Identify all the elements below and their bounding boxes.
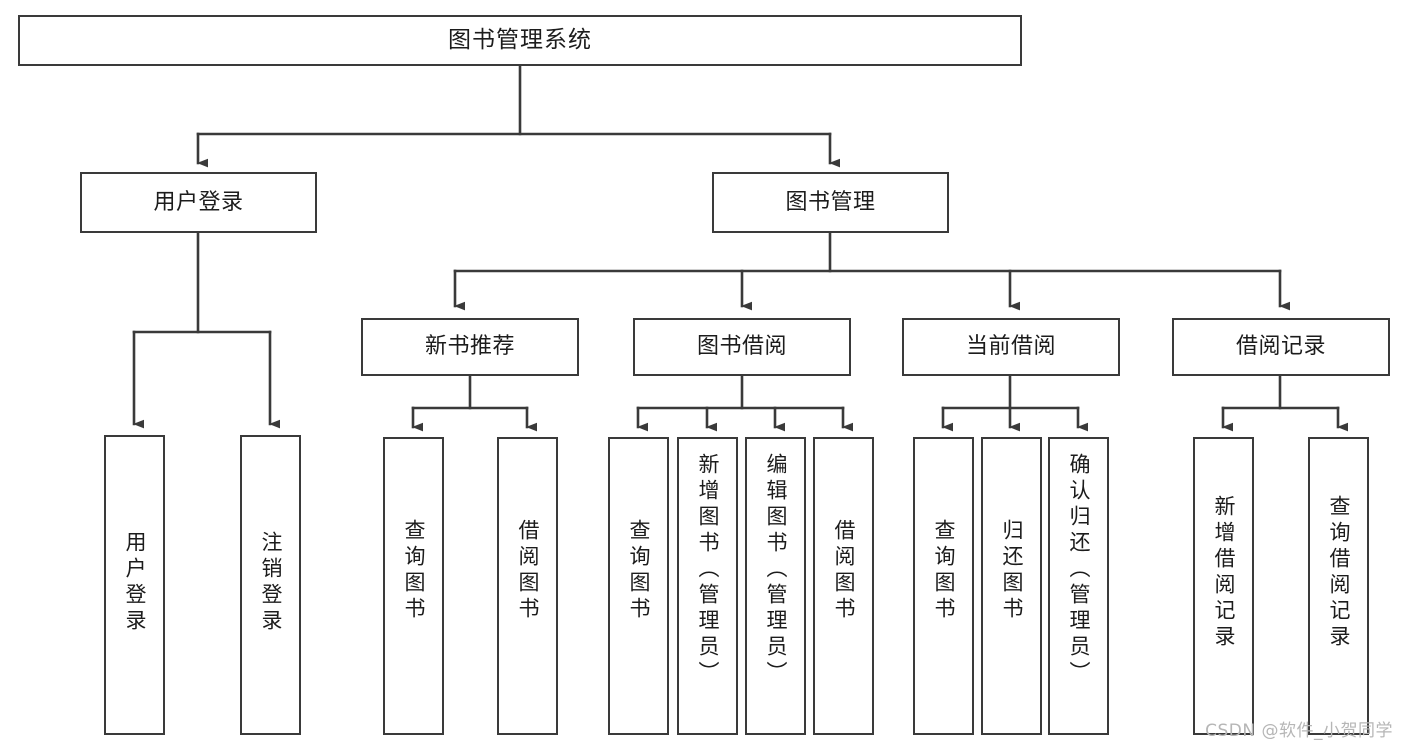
node-user-login[interactable]: 用户登录 bbox=[80, 172, 317, 233]
node-leaf-query-book-2[interactable]: 查询图书 bbox=[608, 437, 669, 735]
node-leaf-query-book-3[interactable]: 查询图书 bbox=[913, 437, 974, 735]
node-leaf-borrow-book-1[interactable]: 借阅图书 bbox=[497, 437, 558, 735]
node-book-manage-label: 图书管理 bbox=[785, 189, 876, 215]
node-borrow-record[interactable]: 借阅记录 bbox=[1172, 318, 1390, 376]
node-root-label: 图书管理系统 bbox=[448, 26, 592, 53]
node-leaf-add-record[interactable]: 新增借阅记录 bbox=[1193, 437, 1254, 735]
node-leaf-confirm-return-label: 确认归还（管理员） bbox=[1067, 453, 1091, 687]
node-leaf-confirm-return[interactable]: 确认归还（管理员） bbox=[1048, 437, 1109, 735]
node-leaf-add-record-label: 新增借阅记录 bbox=[1212, 495, 1236, 651]
node-leaf-user-logout-label: 注销登录 bbox=[259, 531, 283, 635]
node-leaf-borrow-book-2[interactable]: 借阅图书 bbox=[813, 437, 874, 735]
node-leaf-user-login[interactable]: 用户登录 bbox=[104, 435, 165, 735]
node-current-borrow[interactable]: 当前借阅 bbox=[902, 318, 1120, 376]
node-leaf-add-book[interactable]: 新增图书（管理员） bbox=[677, 437, 738, 735]
node-book-borrow-label: 图书借阅 bbox=[696, 334, 787, 360]
node-leaf-query-record[interactable]: 查询借阅记录 bbox=[1308, 437, 1369, 735]
node-book-manage[interactable]: 图书管理 bbox=[712, 172, 949, 233]
node-user-login-label: 用户登录 bbox=[153, 189, 244, 215]
node-current-borrow-label: 当前借阅 bbox=[965, 334, 1056, 360]
node-leaf-query-book-2-label: 查询图书 bbox=[627, 519, 651, 623]
node-book-borrow[interactable]: 图书借阅 bbox=[633, 318, 851, 376]
node-leaf-query-record-label: 查询借阅记录 bbox=[1327, 495, 1351, 651]
node-leaf-user-logout[interactable]: 注销登录 bbox=[240, 435, 301, 735]
node-leaf-borrow-book-1-label: 借阅图书 bbox=[516, 519, 540, 623]
node-new-book-rec[interactable]: 新书推荐 bbox=[361, 318, 579, 376]
node-leaf-return-book[interactable]: 归还图书 bbox=[981, 437, 1042, 735]
node-borrow-record-label: 借阅记录 bbox=[1235, 334, 1326, 360]
node-leaf-edit-book[interactable]: 编辑图书（管理员） bbox=[745, 437, 806, 735]
node-leaf-query-book-3-label: 查询图书 bbox=[932, 519, 956, 623]
node-leaf-add-book-label: 新增图书（管理员） bbox=[696, 453, 720, 687]
node-leaf-edit-book-label: 编辑图书（管理员） bbox=[764, 453, 788, 687]
node-leaf-query-book-1-label: 查询图书 bbox=[402, 519, 426, 623]
node-leaf-query-book-1[interactable]: 查询图书 bbox=[383, 437, 444, 735]
node-leaf-return-book-label: 归还图书 bbox=[1000, 519, 1024, 623]
node-root[interactable]: 图书管理系统 bbox=[18, 15, 1022, 66]
node-leaf-user-login-label: 用户登录 bbox=[123, 531, 147, 635]
node-leaf-borrow-book-2-label: 借阅图书 bbox=[832, 519, 856, 623]
node-new-book-rec-label: 新书推荐 bbox=[424, 334, 515, 360]
